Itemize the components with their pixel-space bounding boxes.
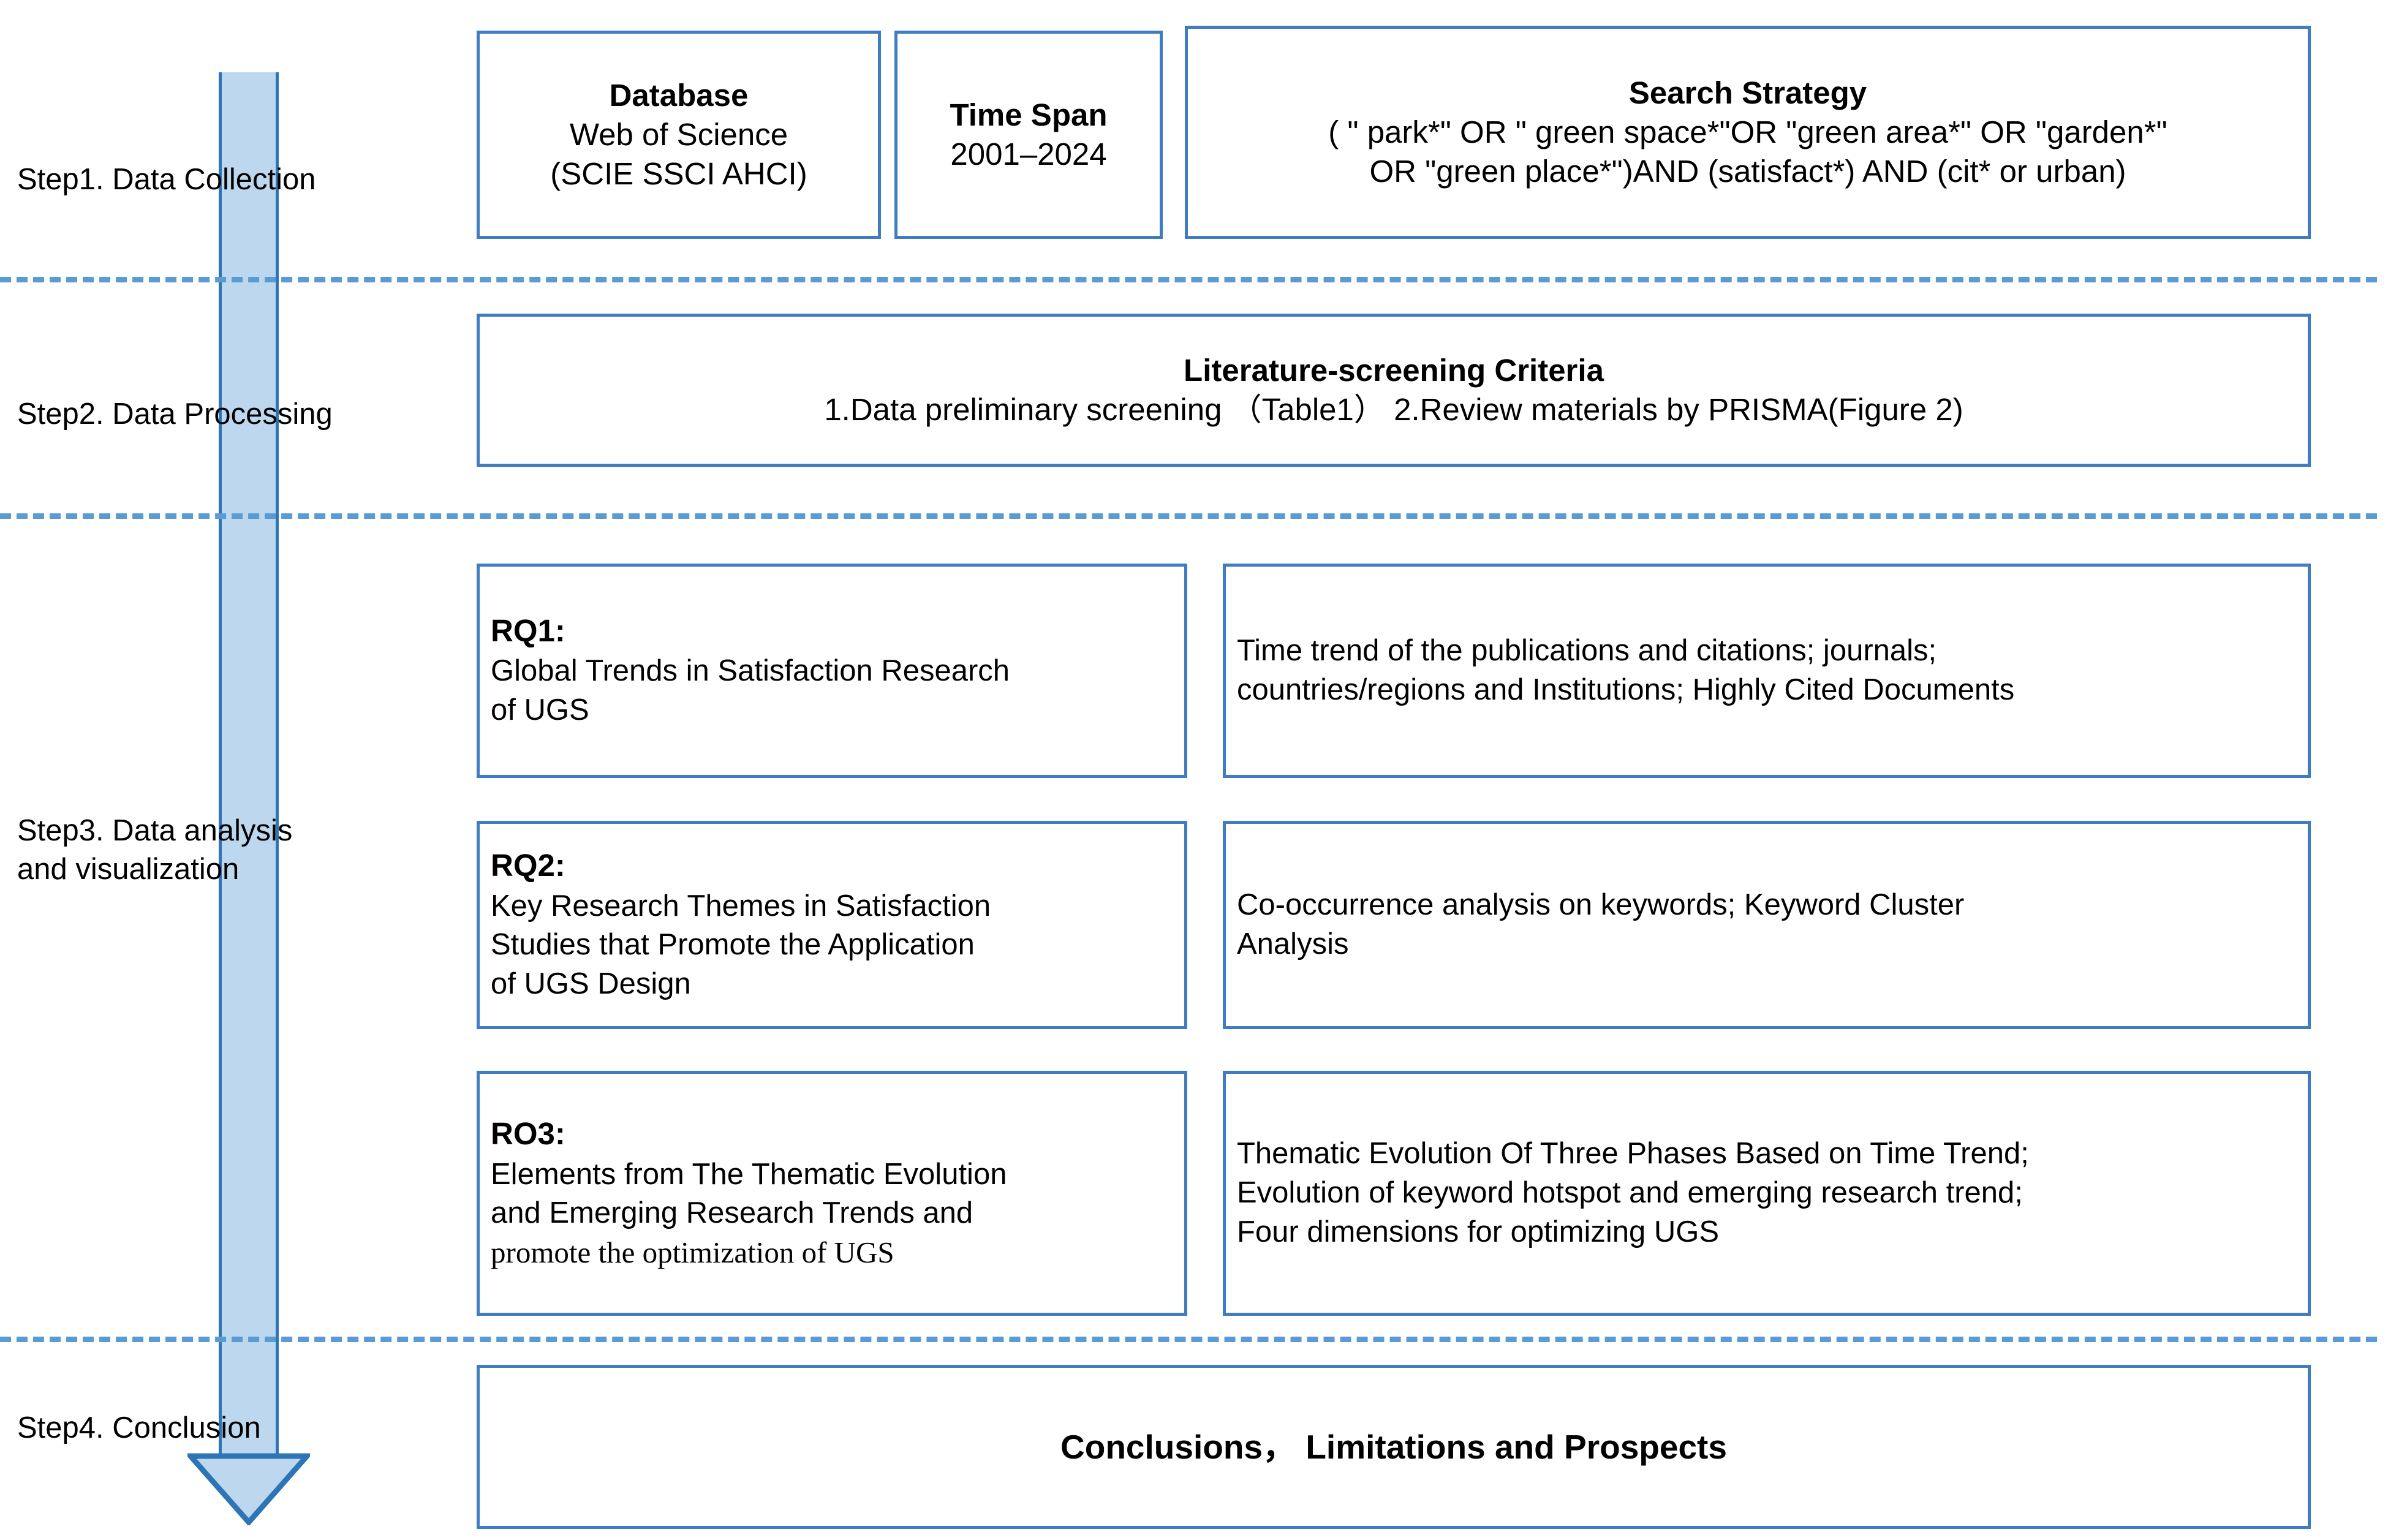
rq2-output-text: Co-occurrence analysis on keywords; Keyw…: [1237, 888, 1965, 961]
screening-criteria: 1.Data preliminary screening （Table1） 2.…: [824, 392, 1963, 427]
rq1-question-card: RQ1: Global Trends in Satisfaction Resea…: [477, 564, 1187, 778]
timespan-range: 2001–2024: [950, 137, 1107, 172]
rq2-key: RQ2:: [491, 848, 565, 883]
rq1-output-card: Time trend of the publications and citat…: [1223, 564, 2311, 778]
search-strategy-query-line-2: OR "green place*")AND (satisfact*) AND (…: [1369, 154, 2126, 189]
rq3-output-text: Thematic Evolution Of Three Phases Based…: [1237, 1137, 2029, 1248]
step-label-data-collection: Step1. Data Collection: [17, 163, 316, 196]
rq3-question-text-a: Elements from The Thematic Evolution and…: [491, 1157, 1007, 1230]
section-divider-3: [0, 1337, 2377, 1342]
screening-title: Literature-screening Criteria: [1184, 352, 1604, 388]
rq1-output-text: Time trend of the publications and citat…: [1237, 634, 2015, 706]
search-strategy-card: Search Strategy ( " park*" OR " green sp…: [1185, 26, 2311, 239]
step-label-conclusion: Step4. Conclusion: [17, 1411, 261, 1444]
rq1-key: RQ1:: [491, 613, 565, 649]
database-source: Web of Science: [569, 116, 788, 152]
literature-screening-card: Literature-screening Criteria 1.Data pre…: [477, 314, 2311, 467]
rq3-question-text-b: promote the optimization of UGS: [491, 1235, 894, 1269]
step-label-data-analysis: Step3. Data analysis and visualization: [17, 814, 293, 886]
rq3-key: RO3:: [491, 1116, 565, 1152]
search-strategy-query-line-1: ( " park*" OR " green space*"OR "green a…: [1328, 114, 2167, 149]
section-divider-2: [0, 513, 2377, 519]
database-card: Database Web of Science (SCIE SSCI AHCI): [477, 31, 881, 239]
timespan-title: Time Span: [950, 97, 1108, 132]
rq2-question-card: RQ2: Key Research Themes in Satisfaction…: [477, 821, 1187, 1029]
rq2-question-text: Key Research Themes in Satisfaction Stud…: [491, 889, 991, 1000]
rq2-output-card: Co-occurrence analysis on keywords; Keyw…: [1223, 821, 2311, 1029]
conclusion-text: Conclusions， Limitations and Prospects: [1060, 1428, 1727, 1466]
conclusion-card: Conclusions， Limitations and Prospects: [477, 1365, 2311, 1529]
database-indexes: (SCIE SSCI AHCI): [550, 156, 807, 192]
rq3-output-card: Thematic Evolution Of Three Phases Based…: [1223, 1071, 2311, 1316]
rq1-question-text: Global Trends in Satisfaction Research o…: [491, 654, 1010, 727]
search-strategy-title: Search Strategy: [1628, 75, 1867, 110]
down-arrow-icon: [184, 1453, 313, 1527]
rq3-question-card: RO3: Elements from The Thematic Evolutio…: [477, 1071, 1187, 1316]
section-divider-1: [0, 277, 2377, 282]
timespan-card: Time Span 2001–2024: [894, 31, 1163, 239]
database-title: Database: [609, 77, 749, 113]
flow-arrow-shaft: [219, 72, 279, 1455]
flow-arrow-head: [184, 1453, 313, 1527]
step-label-data-processing: Step2. Data Processing: [17, 398, 333, 431]
